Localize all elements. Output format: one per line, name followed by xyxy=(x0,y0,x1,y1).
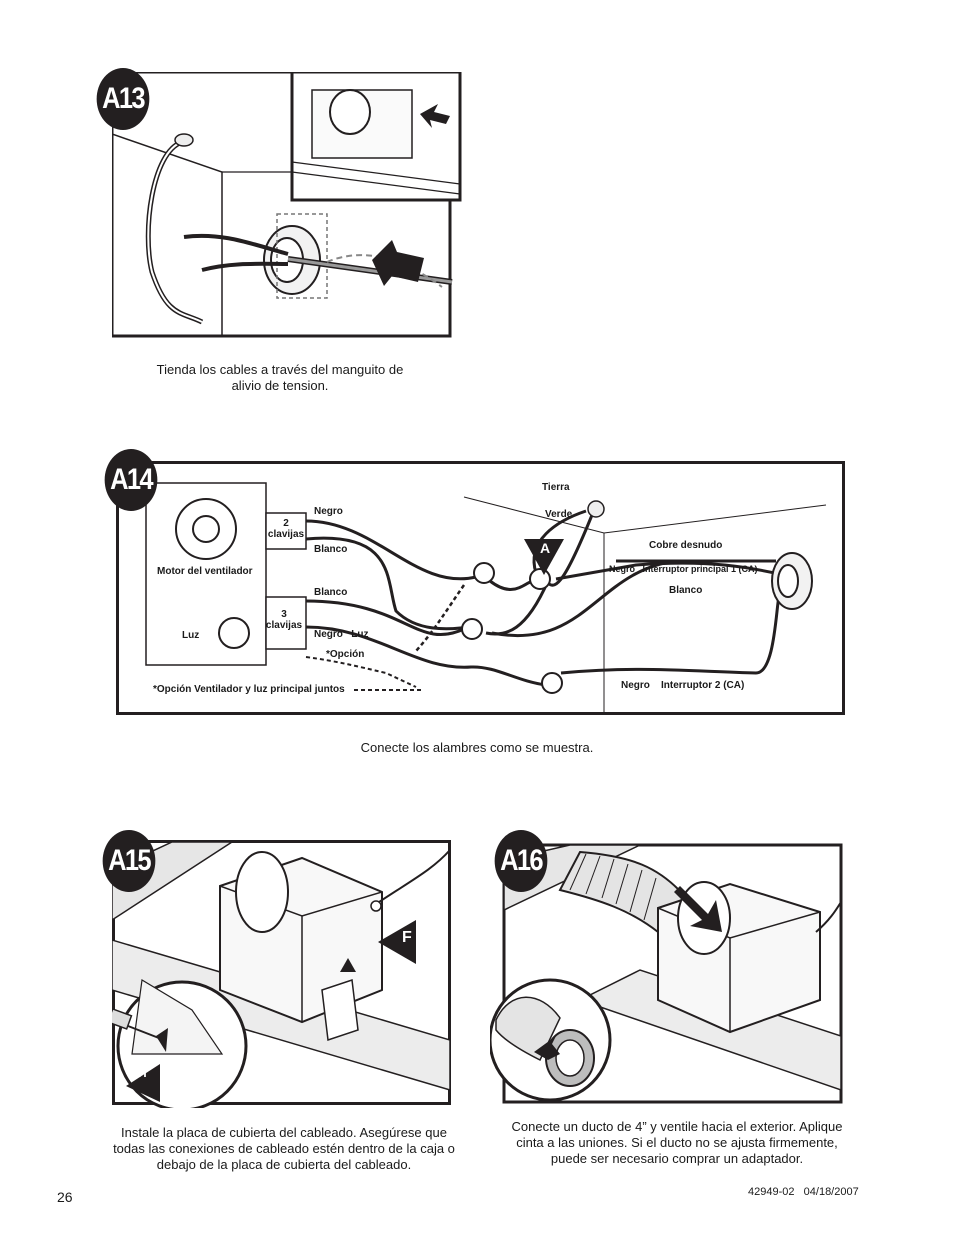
label-tierra: Tierra xyxy=(542,482,570,493)
label-interruptor-2: Negro Interruptor 2 (CA) xyxy=(621,680,745,691)
step-badge-a16: A16 xyxy=(494,830,548,892)
label-opcion: *Opción xyxy=(326,649,365,660)
figure-a15 xyxy=(112,840,454,1108)
marker-h: H xyxy=(138,1066,147,1080)
label-opcion-juntos: *Opción Ventilador y luz principal junto… xyxy=(153,684,345,695)
figure-a14-wiring-diagram xyxy=(116,461,846,717)
caption-a13: Tienda los cables a través del manguito … xyxy=(156,362,404,393)
label-negro-top: Negro xyxy=(314,506,343,517)
step-badge-a14: A14 xyxy=(104,449,158,511)
label-pins-2: 2 clavijas xyxy=(267,518,305,540)
label-verde: Verde xyxy=(545,509,573,520)
label-pins-3: 3 clavijas xyxy=(265,609,303,631)
label-blanco-right: Blanco xyxy=(669,585,703,596)
label-blanco-top: Blanco xyxy=(314,544,348,555)
figure-a13 xyxy=(112,72,462,340)
marker-f: F xyxy=(402,929,412,946)
caption-a15: Instale la placa de cubierta del cablead… xyxy=(113,1125,455,1172)
figure-a16 xyxy=(490,840,846,1106)
label-interruptor-1: Negro Interruptor principal 1 (CA) xyxy=(609,564,758,574)
step-badge-a13: A13 xyxy=(96,68,150,130)
page-number: 26 xyxy=(57,1189,73,1205)
caption-a16: Conecte un ducto de 4” y ventile hacia e… xyxy=(511,1119,843,1166)
label-cobre-desnudo: Cobre desnudo xyxy=(649,540,723,551)
document-code: 42949-02 04/18/2007 xyxy=(748,1186,859,1198)
marker-a: A xyxy=(540,540,551,556)
label-blanco-mid: Blanco xyxy=(314,587,348,598)
label-luz: Luz xyxy=(182,630,200,641)
step-badge-a15: A15 xyxy=(102,830,156,892)
label-negro-luz: Negro Luz xyxy=(314,629,369,640)
caption-a14: Conecte los alambres como se muestra. xyxy=(360,740,594,755)
label-motor: Motor del ventilador xyxy=(157,566,253,577)
